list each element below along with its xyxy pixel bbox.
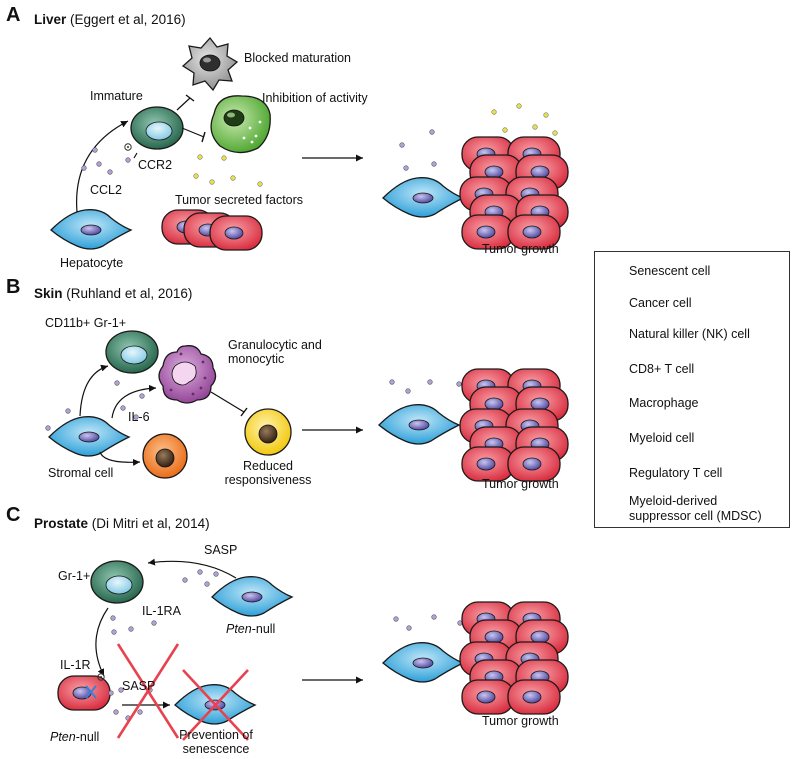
panel-b-graphics: [45, 330, 568, 481]
panel-b-citation: (Ruhland et al, 2016): [66, 286, 193, 301]
stromal-cell: [48, 416, 130, 457]
label-pten-null-top: Pten-null: [226, 622, 275, 636]
pten-null-senescent-cell: [211, 576, 293, 617]
null-suffix-top: -null: [251, 622, 276, 636]
panel-a-citation: (Eggert et al, 2016): [70, 12, 186, 27]
panel-c-graphics: [57, 558, 568, 741]
label-tumor-growth-a: Tumor growth: [482, 242, 559, 256]
panel-c-citation: (Di Mitri et al, 2014): [91, 516, 210, 531]
senescent-cell-b: [378, 404, 460, 445]
label-granulocytic-line1: Granulocytic and: [228, 338, 322, 352]
panel-letter-c: C: [6, 504, 21, 526]
regulatory-t-cell: [142, 433, 188, 479]
label-tumor-secreted-factors: Tumor secreted factors: [175, 193, 304, 207]
label-blocked-maturation: Blocked maturation: [244, 51, 352, 65]
pten-null-cancer-cell: [57, 675, 111, 711]
panel-title-c: Prostate (Di Mitri et al, 2014): [34, 516, 210, 531]
tumor-cluster-b: [460, 369, 568, 481]
panel-a-tissue: Liver: [34, 12, 67, 27]
label-reduced-line2: responsiveness: [224, 473, 312, 487]
label-tumor-growth-c: Tumor growth: [482, 714, 559, 728]
panel-title-b: Skin (Ruhland et al, 2016): [34, 286, 192, 301]
label-sasp-bottom: SASP: [122, 679, 156, 693]
legend: Senescent cell Cancer cell Natural kille…: [594, 251, 790, 528]
label-inhibition-of-activity: Inhibition of activity: [262, 91, 368, 105]
panel-c-tissue: Prostate: [34, 516, 89, 531]
pten-gene-top: Pten: [226, 622, 252, 636]
panel-b-tissue: Skin: [34, 286, 63, 301]
label-reduced-responsiveness: Reduced responsiveness: [220, 459, 316, 487]
panel-a-graphics: [50, 37, 568, 251]
label-pten-null-bottom: Pten-null: [50, 730, 99, 744]
panel-letter-a: A: [6, 4, 21, 26]
legend-label-mdsc-line2: suppressor cell (MDSC): [629, 509, 762, 523]
label-prevention-line1: Prevention of: [179, 728, 253, 742]
panel-title-a: Liver (Eggert et al, 2016): [34, 12, 186, 27]
label-il1r: IL-1R: [60, 658, 91, 672]
senescent-cell-c: [382, 642, 464, 683]
legend-label-senescent: Senescent cell: [629, 264, 711, 278]
label-prevention-of-senescence: Prevention of senescence: [170, 728, 262, 756]
label-ccr2: CCR2: [138, 158, 173, 172]
label-tumor-growth-b: Tumor growth: [482, 477, 559, 491]
macrophage-cell: [182, 37, 238, 91]
legend-label-mdsc: Myeloid-derived suppressor cell (MDSC): [629, 494, 762, 524]
prevention-cross: [116, 643, 249, 741]
label-il1ra: IL-1RA: [142, 604, 181, 618]
null-suffix-bottom: -null: [75, 730, 100, 744]
tumor-cells-small: [161, 209, 263, 251]
tumor-cluster-a: [460, 137, 568, 249]
panel-letter-b: B: [6, 276, 21, 298]
cd8-t-cell: [244, 408, 292, 456]
label-hepatocyte: Hepatocyte: [60, 256, 124, 270]
label-stromal-cell: Stromal cell: [48, 466, 114, 480]
cd11b-myeloid-cell: [105, 330, 159, 374]
tumor-cluster-c: [460, 602, 568, 714]
legend-label-myeloid: Myeloid cell: [629, 431, 695, 445]
label-granulocytic: Granulocytic and monocytic: [228, 338, 322, 366]
mdsc-cell: [158, 345, 217, 404]
hepatocyte-cell: [50, 209, 132, 250]
label-sasp-top: SASP: [204, 543, 238, 557]
label-gr1: Gr-1+: [58, 569, 91, 583]
legend-label-cd8: CD8+ T cell: [629, 362, 695, 376]
legend-label-cancer: Cancer cell: [629, 296, 692, 310]
immature-myeloid-cell: [130, 106, 184, 150]
label-reduced-line1: Reduced: [242, 459, 294, 473]
legend-label-macrophage: Macrophage: [629, 396, 699, 410]
label-ccl2: CCL2: [90, 183, 122, 197]
label-immature: Immature: [90, 89, 143, 103]
label-il6: IL-6: [128, 410, 150, 424]
senescent-cell-a: [382, 177, 464, 218]
pten-gene-bottom: Pten: [50, 730, 76, 744]
legend-label-nk: Natural killer (NK) cell: [629, 327, 750, 341]
label-cd11b-gr1: CD11b+ Gr-1+: [45, 316, 127, 330]
legend-label-mdsc-line1: Myeloid-derived: [629, 494, 718, 508]
gr1-myeloid-cell: [90, 560, 144, 604]
label-prevention-line2: senescence: [182, 742, 250, 756]
legend-label-treg: Regulatory T cell: [629, 466, 723, 480]
label-granulocytic-line2: monocytic: [228, 352, 285, 366]
